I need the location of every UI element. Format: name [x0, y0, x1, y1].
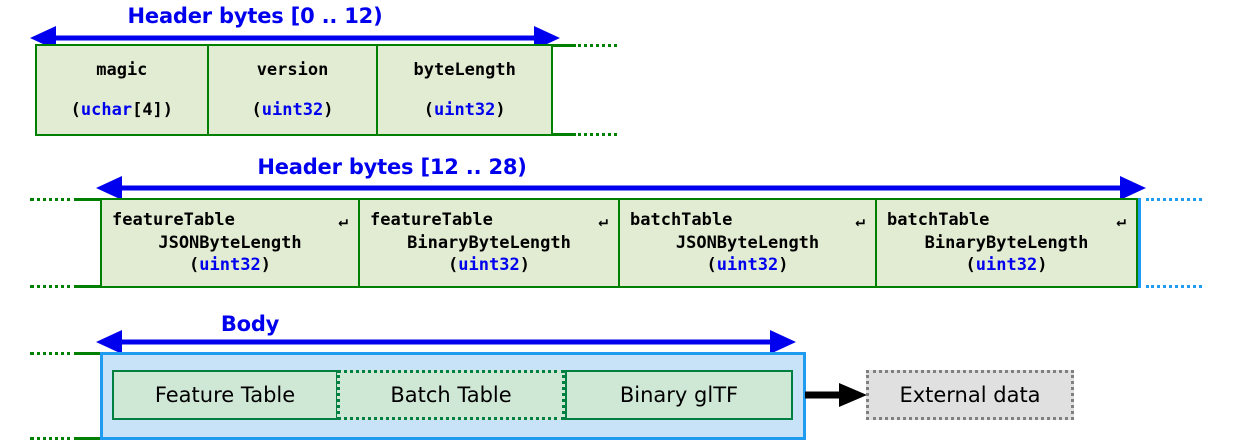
body-part-binary-gltf[interactable]: Binary glTF: [565, 370, 793, 420]
header-field-bytelength-name: byteLength: [413, 60, 516, 80]
row2-right-continuation-bottom-dotted: [1146, 285, 1202, 288]
header-field-featuretable-binary-bytelength: featureTable ↵ BinaryByteLength (uint32): [360, 200, 620, 286]
header-field-magic-name: magic: [96, 60, 148, 80]
row2-left-continuation-bottom-dotted: [30, 285, 78, 288]
body-part-batch-table-label: Batch Table: [390, 383, 512, 407]
header-row-12-28: featureTable ↵ JSONByteLength (uint32) f…: [100, 198, 1138, 288]
row1-continuation-bottom-dotted: [573, 133, 617, 136]
batchtable-json-line2: JSONByteLength: [675, 232, 820, 253]
wrap-arrow-icon: ↵: [338, 211, 348, 230]
row3-span-arrow: [96, 330, 796, 354]
row2-left-continuation-bottom-solid: [78, 285, 102, 288]
body-part-batch-table[interactable]: Batch Table: [337, 370, 565, 420]
header-field-bytelength: byteLength (uint32): [378, 46, 551, 134]
body-part-feature-table-label: Feature Table: [154, 383, 296, 407]
row3-left-continuation-top-solid: [78, 352, 102, 355]
batchtable-binary-type: (uint32): [965, 255, 1048, 276]
body-part-binary-gltf-label: Binary glTF: [619, 383, 739, 407]
row1-continuation-bottom-solid: [553, 133, 575, 136]
header-field-batchtable-binary-bytelength: batchTable ↵ BinaryByteLength (uint32): [877, 200, 1136, 286]
wrap-arrow-icon: ↵: [598, 211, 608, 230]
row2-span-arrow: [96, 176, 1146, 200]
header-field-version: version (uint32): [209, 46, 379, 134]
row2-left-continuation-top-solid: [78, 198, 102, 201]
row2-right-continuation-top-dotted: [1146, 198, 1202, 201]
batchtable-binary-line1: batchTable ↵: [887, 210, 1126, 231]
row2-right-blue-edge: [1138, 198, 1141, 288]
featuretable-binary-line2: BinaryByteLength: [407, 232, 571, 253]
featuretable-json-line1: featureTable ↵: [112, 210, 348, 231]
wrap-arrow-icon: ↵: [855, 211, 866, 230]
row1-continuation-top-dotted: [573, 44, 617, 47]
row1-span-label: Header bytes [0 .. 12): [127, 4, 383, 28]
row2-span-label: Header bytes [12 .. 28): [257, 155, 527, 179]
row3-left-continuation-bottom-dotted: [30, 437, 78, 440]
row1-continuation-top-solid: [553, 44, 575, 47]
header-field-bytelength-type: (uint32): [423, 100, 506, 120]
featuretable-json-line2: JSONByteLength: [158, 232, 302, 253]
featuretable-binary-line1: featureTable ↵: [370, 210, 608, 231]
row3-left-continuation-bottom-solid: [78, 437, 102, 440]
batchtable-binary-line2: BinaryByteLength: [924, 232, 1089, 253]
header-field-version-name: version: [256, 60, 329, 80]
row3-span-label: Body: [220, 312, 280, 336]
row2-left-continuation-top-dotted: [30, 198, 78, 201]
body-part-feature-table[interactable]: Feature Table: [112, 370, 338, 420]
external-data-label: External data: [899, 383, 1041, 407]
header-field-featuretable-json-bytelength: featureTable ↵ JSONByteLength (uint32): [102, 200, 360, 286]
header-field-magic-type: (uchar[4]): [70, 100, 174, 120]
batchtable-json-line1: batchTable ↵: [630, 210, 866, 231]
external-data-box[interactable]: External data: [866, 370, 1074, 420]
header-field-version-type: (uint32): [251, 100, 334, 120]
external-data-arrow: [805, 383, 867, 407]
header-row-0-12: magic (uchar[4]) version (uint32) byteLe…: [35, 44, 553, 136]
header-field-magic: magic (uchar[4]): [37, 46, 209, 134]
featuretable-json-type: (uint32): [189, 255, 271, 276]
header-field-batchtable-json-bytelength: batchTable ↵ JSONByteLength (uint32): [620, 200, 878, 286]
featuretable-binary-type: (uint32): [448, 255, 530, 276]
wrap-arrow-icon: ↵: [1116, 211, 1126, 230]
row3-left-continuation-top-dotted: [30, 352, 78, 355]
batchtable-json-type: (uint32): [706, 255, 789, 276]
